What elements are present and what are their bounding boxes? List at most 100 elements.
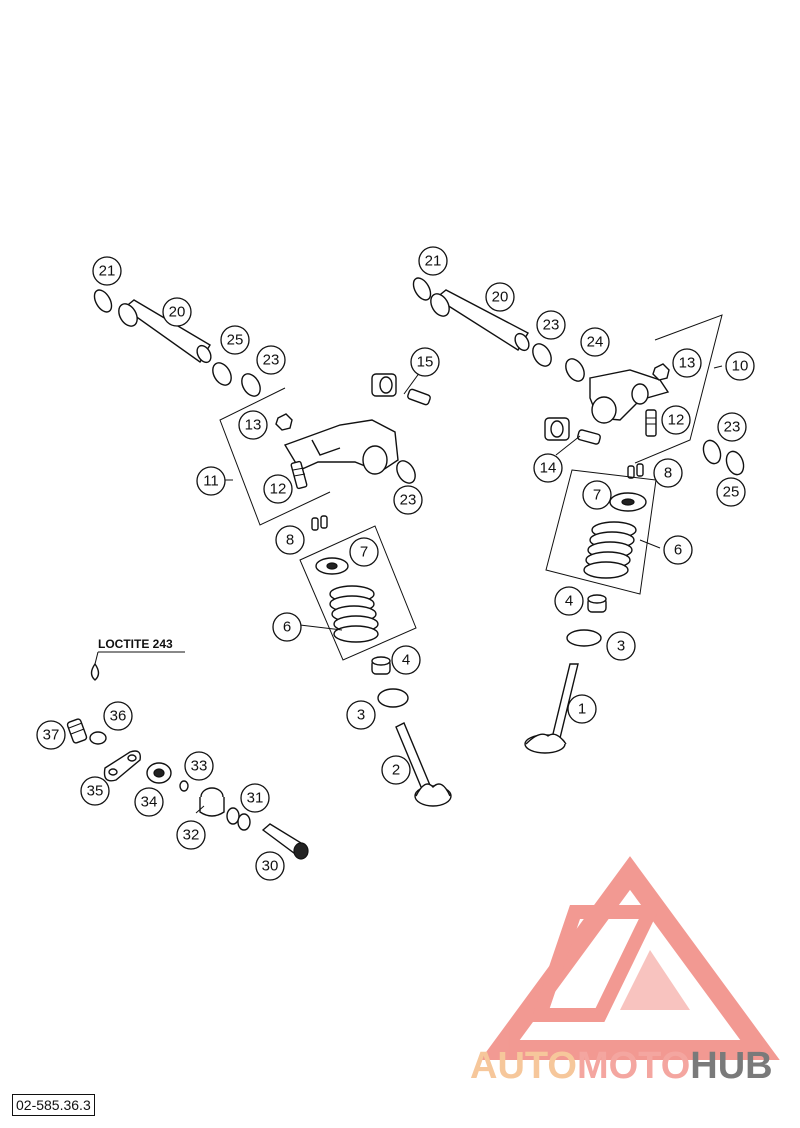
svg-text:37: 37	[43, 727, 60, 744]
svg-text:11: 11	[203, 473, 219, 490]
group-box-11	[219, 387, 331, 526]
callout-right-14: 14	[533, 453, 563, 483]
callout-right-7: 7	[582, 480, 612, 510]
callout-right-24: 24	[580, 327, 610, 357]
watermark-text: AUTOMOTOHUB	[470, 1045, 773, 1087]
svg-text:13: 13	[679, 355, 696, 372]
svg-text:23: 23	[724, 419, 741, 436]
valve-stem-seal-4-left	[371, 656, 391, 675]
diagram-code-label: 02-585.36.3	[12, 1094, 95, 1116]
callout-right-6: 6	[663, 535, 693, 565]
svg-text:12: 12	[668, 412, 685, 429]
washer-23-right-top	[532, 343, 552, 367]
valve-stem-seal-4-right	[587, 594, 607, 613]
callout-right-20: 20	[485, 282, 515, 312]
rocker-shaft-right	[430, 289, 530, 352]
svg-text:8: 8	[286, 532, 294, 549]
callout-right-12: 12	[661, 405, 691, 435]
callout-bottom-32: 32	[176, 820, 206, 850]
nut-13-right	[652, 363, 670, 381]
o-ring-21-left	[93, 289, 113, 313]
bolt-37	[66, 718, 88, 744]
callout-left-11: 11	[196, 466, 226, 496]
svg-text:36: 36	[110, 708, 127, 725]
svg-text:32: 32	[183, 827, 200, 844]
o-ring-31b	[237, 813, 251, 831]
svg-text:7: 7	[360, 544, 368, 561]
svg-text:14: 14	[540, 460, 557, 477]
callout-right-25: 25	[716, 477, 746, 507]
callout-left-23-bottom: 23	[393, 485, 423, 515]
svg-text:4: 4	[402, 652, 410, 669]
callout-right-23-bottom: 23	[717, 412, 747, 442]
valve-2	[395, 722, 452, 807]
callout-left-21: 21	[92, 256, 122, 286]
svg-text:35: 35	[87, 783, 104, 800]
callout-left-25: 25	[220, 325, 250, 355]
svg-text:6: 6	[674, 542, 682, 559]
svg-text:3: 3	[617, 638, 625, 655]
washer-23-right-bottom	[702, 439, 722, 465]
callout-left-12: 12	[263, 474, 293, 504]
svg-text:8: 8	[664, 465, 672, 482]
callout-left-15: 15	[410, 347, 440, 377]
watermark-auto: AUTO	[470, 1045, 577, 1087]
callout-bottom-37: 37	[36, 720, 66, 750]
svg-text:25: 25	[723, 484, 740, 501]
washer-23-left-top	[241, 373, 261, 397]
callout-bottom-33: 33	[184, 751, 214, 781]
leader-lines	[220, 365, 723, 631]
svg-text:3: 3	[357, 707, 365, 724]
valve-keys-8-right	[627, 463, 644, 479]
ring-33	[179, 780, 189, 792]
gear-34	[146, 762, 172, 784]
callout-left-2: 2	[381, 755, 411, 785]
svg-text:21: 21	[99, 263, 116, 280]
watermark-logo	[480, 856, 780, 1060]
valve-1	[524, 663, 579, 754]
svg-text:34: 34	[141, 794, 158, 811]
group-box-6-left	[299, 525, 417, 661]
valve-spring-6-left	[329, 585, 379, 643]
rocker-arm-right	[589, 369, 670, 424]
group-box-10	[634, 314, 723, 464]
adjuster-screw-12-right	[645, 409, 657, 437]
svg-text:31: 31	[247, 790, 264, 807]
svg-text:1: 1	[578, 701, 586, 718]
callout-right-23-top: 23	[536, 310, 566, 340]
svg-text:4: 4	[565, 593, 573, 610]
svg-text:25: 25	[227, 332, 244, 349]
shim-3-left	[377, 688, 409, 708]
callout-right-1: 1	[567, 694, 597, 724]
callout-left-13: 13	[238, 410, 268, 440]
svg-text:10: 10	[732, 358, 749, 375]
svg-text:33: 33	[191, 758, 208, 775]
washer-24-right	[565, 358, 585, 382]
nut-13-left	[275, 413, 293, 431]
washer-25-right	[725, 450, 745, 476]
callout-bottom-31: 31	[240, 783, 270, 813]
watermark-hub: HUB	[690, 1045, 772, 1087]
svg-text:23: 23	[400, 492, 417, 509]
callout-bottom-36: 36	[103, 701, 133, 731]
watermark-moto: MOTO	[577, 1045, 690, 1087]
svg-text:12: 12	[270, 481, 287, 498]
svg-text:21: 21	[425, 253, 442, 270]
adjuster-screw-12-left	[290, 460, 308, 490]
callout-bottom-30: 30	[255, 851, 285, 881]
svg-text:24: 24	[587, 334, 604, 351]
rocker-arm-left	[283, 419, 399, 475]
group-box-6-right	[545, 469, 657, 595]
callout-right-10: 10	[725, 351, 755, 381]
valve-keys-8-left	[311, 515, 328, 531]
callout-right-8: 8	[653, 458, 683, 488]
callout-right-3: 3	[606, 631, 636, 661]
callout-bottom-35: 35	[80, 776, 110, 806]
svg-text:13: 13	[245, 417, 262, 434]
callout-left-4: 4	[391, 645, 421, 675]
spring-32	[195, 787, 225, 817]
svg-text:30: 30	[262, 858, 279, 875]
shim-3-right	[566, 629, 602, 647]
svg-text:23: 23	[543, 317, 560, 334]
